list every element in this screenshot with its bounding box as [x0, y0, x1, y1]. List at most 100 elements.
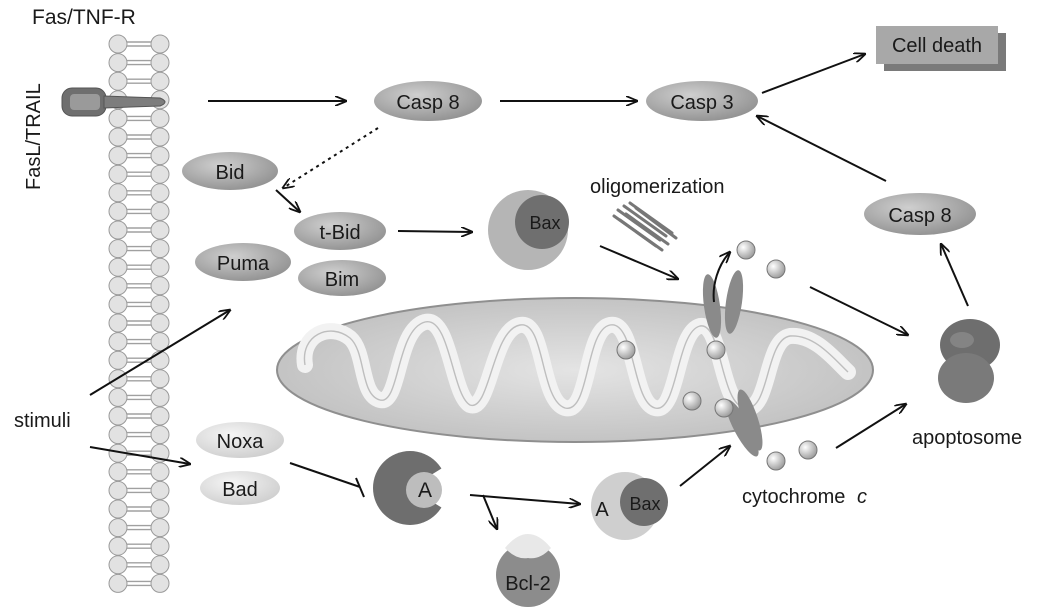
lipid-tail — [127, 79, 151, 83]
lipid-head — [109, 258, 127, 276]
casp3-label: Casp 3 — [670, 92, 733, 114]
lipid-head — [151, 537, 169, 555]
lipid-tail — [127, 321, 151, 325]
lipid-head — [109, 221, 127, 239]
lipid-head — [109, 388, 127, 406]
bcl2-label: Bcl-2 — [505, 573, 551, 595]
bax-top-label: Bax — [529, 213, 560, 233]
lipid-tail — [127, 42, 151, 46]
lipid-tail — [127, 507, 151, 511]
lipid-head — [109, 500, 127, 518]
lipid-head — [151, 128, 169, 146]
lipid-head — [109, 128, 127, 146]
lipid-tail — [127, 488, 151, 492]
casp8-top-label: Casp 8 — [396, 92, 459, 114]
lipid-head — [151, 184, 169, 202]
lipid-head — [151, 72, 169, 90]
lipid-head — [109, 556, 127, 574]
lipid-head — [109, 351, 127, 369]
lipid-head — [109, 519, 127, 537]
lipid-head — [109, 295, 127, 313]
lipid-head — [151, 314, 169, 332]
lipid-head — [151, 109, 169, 127]
lipid-tail — [127, 265, 151, 269]
lipid-tail — [127, 209, 151, 213]
puma-label: Puma — [217, 253, 270, 275]
lipid-head — [109, 202, 127, 220]
lipid-tail — [127, 414, 151, 418]
lipid-head — [109, 407, 127, 425]
lipid-head — [109, 463, 127, 481]
lipid-head — [151, 556, 169, 574]
lipid-head — [151, 463, 169, 481]
apoptosome — [938, 319, 1000, 403]
lipid-head — [109, 277, 127, 295]
lipid-head — [151, 574, 169, 592]
lipid-head — [151, 240, 169, 258]
receptor-label: Fas/TNF-R — [32, 6, 136, 29]
lipid-tail — [127, 247, 151, 251]
lipid-tail — [127, 116, 151, 120]
cytochrome-c-italic: c — [857, 486, 867, 508]
casp8-right-label: Casp 8 — [888, 205, 951, 227]
lipid-tail — [127, 135, 151, 139]
lipid-tail — [127, 395, 151, 399]
lipid-head — [151, 54, 169, 72]
bid-label: Bid — [216, 162, 245, 184]
lipid-head — [151, 295, 169, 313]
lipid-head — [151, 258, 169, 276]
lipid-head — [151, 519, 169, 537]
oligomerization-label: oligomerization — [590, 176, 725, 198]
lipid-tail — [127, 340, 151, 344]
lipid-tail — [127, 581, 151, 585]
lipid-tail — [127, 154, 151, 158]
lipid-tail — [127, 544, 151, 548]
bad-label: Bad — [222, 479, 258, 501]
lipid-head — [109, 481, 127, 499]
lipid-head — [109, 184, 127, 202]
bcl2-protein: Bcl-2 — [496, 534, 560, 607]
lipid-tail — [127, 563, 151, 567]
lipid-head — [109, 72, 127, 90]
a-bax-complex: A Bax — [591, 472, 668, 540]
lipid-head — [109, 54, 127, 72]
cytochrome-c-label: cytochrome c — [742, 486, 867, 508]
lipid-head — [151, 500, 169, 518]
cytochrome-text: cytochrome — [742, 486, 845, 508]
lipid-head — [151, 165, 169, 183]
noxa-label: Noxa — [217, 431, 265, 453]
lipid-head — [151, 426, 169, 444]
lipid-head — [109, 147, 127, 165]
lipid-tail — [127, 284, 151, 288]
lipid-head — [109, 574, 127, 592]
lipid-tail — [127, 470, 151, 474]
oligomer-bundle-icon — [614, 203, 676, 250]
lipid-head — [151, 221, 169, 239]
lipid-tail — [127, 191, 151, 195]
lipid-head — [109, 333, 127, 351]
lipid-tail — [127, 61, 151, 65]
cell-death-box: Cell death — [876, 26, 1006, 71]
lipid-head — [151, 370, 169, 388]
lipid-tail — [127, 377, 151, 381]
lipid-head — [109, 165, 127, 183]
lipid-tail — [127, 302, 151, 306]
lipid-head — [151, 388, 169, 406]
lipid-head — [151, 407, 169, 425]
pathway-arrows — [90, 54, 968, 529]
ligand-label: FasL/TRAIL — [23, 83, 45, 190]
lipid-head — [109, 240, 127, 258]
a-complex-label: A — [418, 479, 432, 502]
antiapoptotic-a-protein: A — [373, 451, 452, 525]
stimuli-label: stimuli — [14, 410, 71, 432]
lipid-head — [151, 147, 169, 165]
apoptosome-label: apoptosome — [912, 427, 1022, 449]
lipid-head — [151, 202, 169, 220]
a-bax-bax-label: Bax — [629, 494, 660, 514]
lipid-head — [151, 481, 169, 499]
lipid-head — [109, 314, 127, 332]
lipid-head — [151, 351, 169, 369]
lipid-tail — [127, 526, 151, 530]
lipid-tail — [127, 228, 151, 232]
